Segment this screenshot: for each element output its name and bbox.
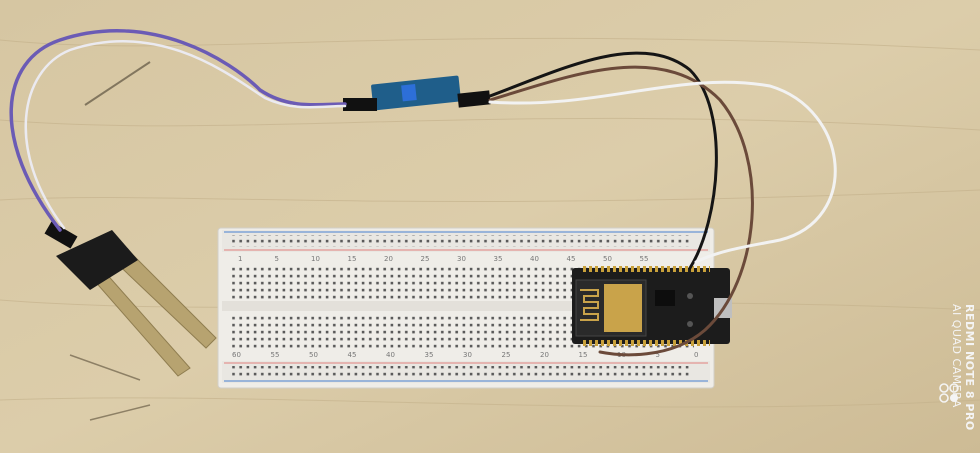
soil-moisture-probe [44,221,217,377]
column-number: 60 [232,351,241,359]
pcb-antenna [580,289,599,321]
center-channel [222,301,710,311]
right-connector [457,90,491,108]
wires [9,29,837,357]
wire-white [488,80,837,264]
column-number: 15 [579,351,588,359]
usb-chip [655,290,675,306]
column-number: 10 [311,255,320,263]
column-number: 45 [348,351,357,359]
column-number: 50 [309,351,318,359]
wire-brown [488,65,754,357]
sensor-comparator-module [343,75,491,111]
potentiometer [401,84,417,102]
wire-purple [9,29,347,232]
column-number: 30 [463,351,472,359]
column-number: 0 [694,351,698,359]
column-number: 25 [421,255,430,263]
column-number: 45 [567,255,576,263]
column-number: 55 [271,351,280,359]
pin-header-bottom [580,340,710,346]
left-connector [343,98,377,111]
column-number: 35 [425,351,434,359]
column-number: 55 [640,255,649,263]
column-number: 15 [348,255,357,263]
nodemcu-board [572,266,732,346]
column-number: 20 [384,255,393,263]
column-number: 30 [457,255,466,263]
probe-head [56,230,138,290]
pin-header-top [580,266,710,272]
watermark-device-text: REDMI NOTE 8 PRO [963,304,976,431]
column-number: 5 [656,351,660,359]
camera-watermark: REDMI NOTE 8 PRO AI QUAD CAMERA [930,300,980,440]
column-number: 40 [530,255,539,263]
wire-white-probe [24,40,347,230]
wire-black [488,51,718,270]
column-number: 50 [603,255,612,263]
column-number: 5 [275,255,279,263]
wifi-shield [604,284,642,332]
column-number: 35 [494,255,503,263]
column-number: 1 [238,255,242,263]
quad-camera-dots-icon [939,383,959,403]
column-number: 25 [502,351,511,359]
column-number: 40 [386,351,395,359]
probe-pins [44,221,78,249]
column-number: 20 [540,351,549,359]
